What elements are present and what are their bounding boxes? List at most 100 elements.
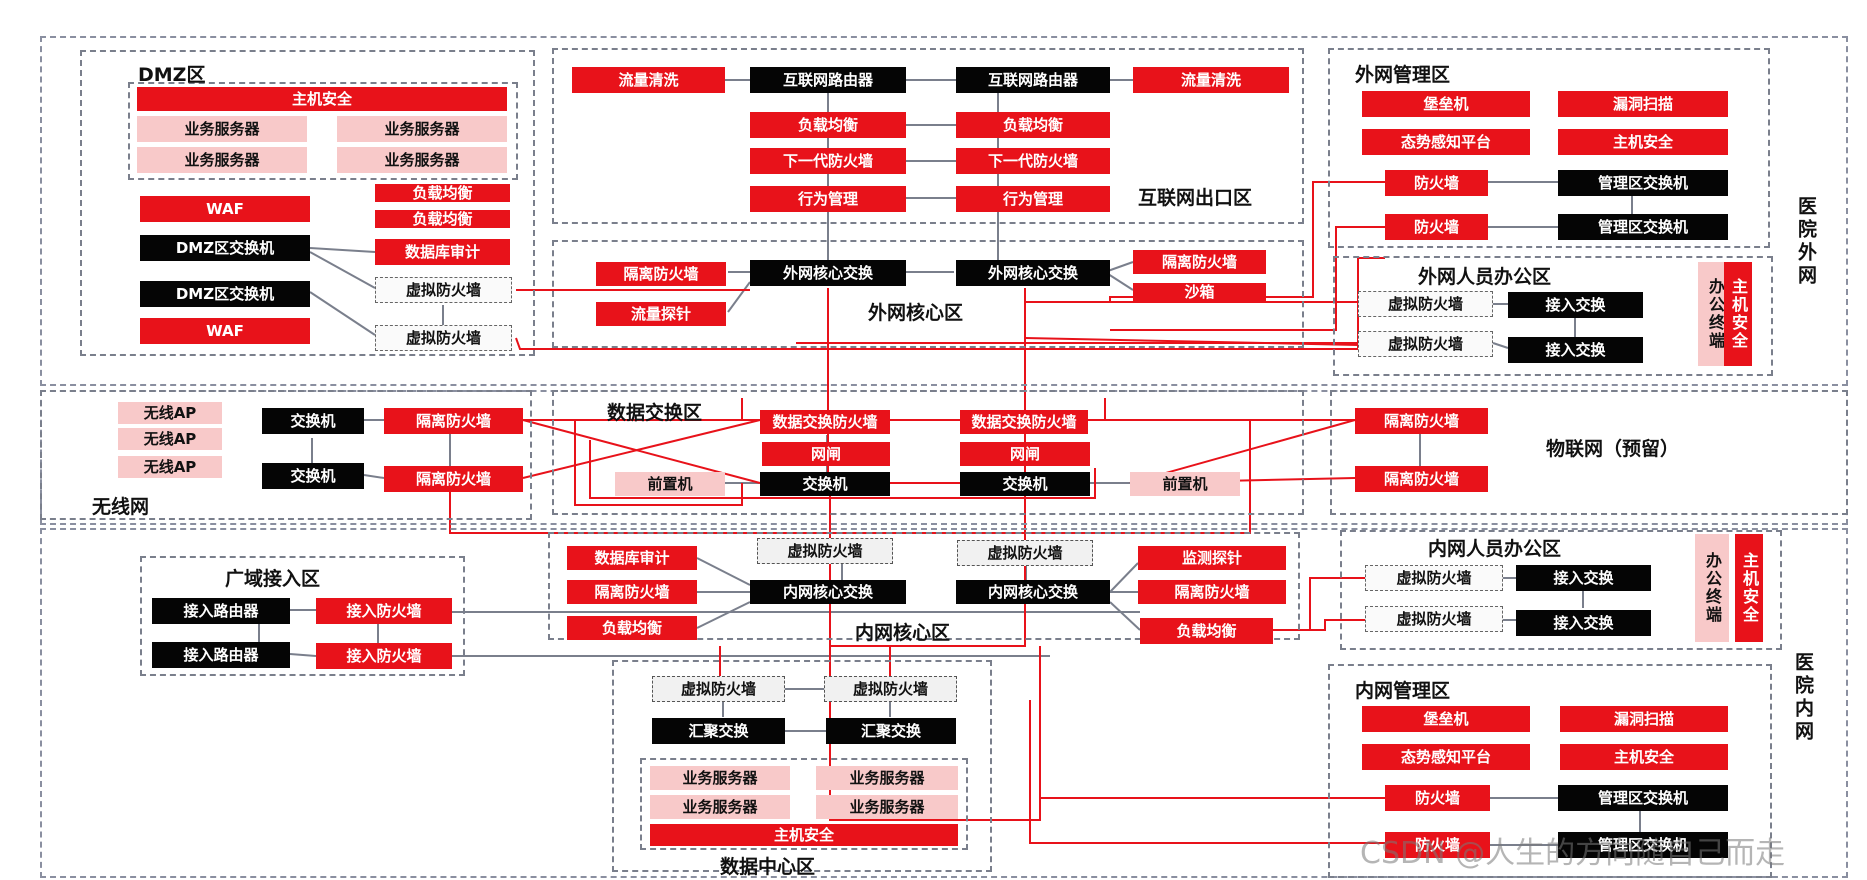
dc-host-security[interactable]: 主机安全 [650, 824, 958, 846]
int-firewall[interactable]: 防火墙 [1385, 832, 1490, 858]
wan-firewall[interactable]: 接入防火墙 [316, 598, 452, 624]
dc-virtual-fw[interactable]: 虚拟防火墙 [824, 676, 957, 702]
int-isolation-fw[interactable]: 隔离防火墙 [567, 580, 697, 604]
int-core-switch[interactable]: 内网核心交换 [956, 580, 1110, 604]
int-staff-virtual-fw[interactable]: 虚拟防火墙 [1365, 606, 1503, 632]
dmz-biz-server[interactable]: 业务服务器 [337, 147, 507, 173]
ext-access-switch[interactable]: 接入交换 [1508, 337, 1643, 363]
dmz-db-audit[interactable]: 数据库审计 [375, 239, 510, 265]
ngfw[interactable]: 下一代防火墙 [750, 148, 906, 174]
internet-router[interactable]: 互联网路由器 [750, 67, 906, 93]
int-bastion[interactable]: 堡垒机 [1362, 706, 1530, 732]
exchange-fw[interactable]: 数据交换防火墙 [960, 410, 1088, 434]
traffic-clean[interactable]: 流量清洗 [1133, 67, 1289, 93]
exchange-gateway[interactable]: 网闸 [960, 442, 1090, 466]
ext-isolation-fw[interactable]: 隔离防火墙 [1133, 250, 1266, 274]
wireless-ap[interactable]: 无线AP [118, 402, 222, 424]
int-host-security[interactable]: 主机安全 [1560, 744, 1728, 770]
dmz-biz-server[interactable]: 业务服务器 [137, 147, 307, 173]
behavior-mgmt[interactable]: 行为管理 [956, 186, 1110, 212]
int-vuln-scan[interactable]: 漏洞扫描 [1560, 706, 1728, 732]
exchange-gateway[interactable]: 网闸 [762, 442, 890, 466]
exchange-switch[interactable]: 交换机 [960, 472, 1090, 496]
int-staff-host-security[interactable]: 主机安全 [1735, 534, 1763, 642]
traffic-clean[interactable]: 流量清洗 [572, 67, 725, 93]
ext-staff-host-security[interactable]: 主机安全 [1724, 262, 1752, 366]
hospital-internal-zone [40, 528, 1848, 878]
int-mgmt-switch[interactable]: 管理区交换机 [1558, 785, 1728, 811]
dc-agg-switch[interactable]: 汇聚交换 [652, 718, 785, 744]
dmz-biz-server[interactable]: 业务服务器 [337, 116, 507, 142]
ext-staff-virtual-fw[interactable]: 虚拟防火墙 [1358, 291, 1493, 317]
internet-router[interactable]: 互联网路由器 [956, 67, 1110, 93]
wan-firewall[interactable]: 接入防火墙 [316, 643, 452, 669]
int-virtual-fw[interactable]: 虚拟防火墙 [957, 540, 1093, 566]
dmz-load-balance[interactable]: 负载均衡 [375, 184, 510, 202]
wireless-switch[interactable]: 交换机 [262, 408, 364, 434]
dmz-host-security[interactable]: 主机安全 [137, 87, 507, 111]
exchange-fw[interactable]: 数据交换防火墙 [760, 410, 890, 434]
int-situational[interactable]: 态势感知平台 [1362, 744, 1530, 770]
ext-vuln-scan[interactable]: 漏洞扫描 [1558, 91, 1728, 117]
sandbox[interactable]: 沙箱 [1133, 283, 1266, 301]
ext-core-switch[interactable]: 外网核心交换 [750, 260, 906, 286]
ext-mgmt-switch[interactable]: 管理区交换机 [1558, 170, 1728, 196]
wireless-isolation-fw[interactable]: 隔离防火墙 [384, 466, 523, 492]
wireless-isolation-fw[interactable]: 隔离防火墙 [384, 408, 523, 434]
wan-router[interactable]: 接入路由器 [152, 598, 290, 624]
ext-bastion[interactable]: 堡垒机 [1362, 91, 1530, 117]
ext-core-switch[interactable]: 外网核心交换 [956, 260, 1110, 286]
dmz-load-balance[interactable]: 负载均衡 [375, 210, 510, 228]
iot-isolation-fw[interactable]: 隔离防火墙 [1355, 408, 1488, 434]
dmz-switch[interactable]: DMZ区交换机 [140, 235, 310, 261]
int-load-balance[interactable]: 负载均衡 [567, 616, 697, 640]
exchange-switch[interactable]: 交换机 [760, 472, 890, 496]
wireless-ap[interactable]: 无线AP [118, 456, 222, 478]
ext-access-switch[interactable]: 接入交换 [1508, 292, 1643, 318]
wireless-ap[interactable]: 无线AP [118, 428, 222, 450]
int-firewall[interactable]: 防火墙 [1385, 785, 1490, 811]
dmz-virtual-fw[interactable]: 虚拟防火墙 [375, 277, 512, 303]
ext-isolation-fw[interactable]: 隔离防火墙 [596, 262, 726, 286]
dmz-virtual-fw[interactable]: 虚拟防火墙 [375, 325, 512, 351]
dc-agg-switch[interactable]: 汇聚交换 [826, 718, 956, 744]
dc-biz-server[interactable]: 业务服务器 [650, 766, 790, 790]
dmz-switch[interactable]: DMZ区交换机 [140, 281, 310, 307]
int-mgmt-switch[interactable]: 管理区交换机 [1558, 832, 1728, 858]
dmz-waf[interactable]: WAF [140, 318, 310, 344]
link-gray [309, 247, 376, 253]
dc-biz-server[interactable]: 业务服务器 [816, 795, 958, 819]
int-access-switch[interactable]: 接入交换 [1516, 565, 1651, 591]
dc-virtual-fw[interactable]: 虚拟防火墙 [652, 676, 785, 702]
ext-staff-virtual-fw[interactable]: 虚拟防火墙 [1358, 331, 1493, 357]
ext-situational[interactable]: 态势感知平台 [1362, 129, 1530, 155]
wireless-switch[interactable]: 交换机 [262, 463, 364, 489]
dc-biz-server[interactable]: 业务服务器 [816, 766, 958, 790]
traffic-probe[interactable]: 流量探针 [596, 302, 726, 326]
ext-mgmt-switch[interactable]: 管理区交换机 [1558, 214, 1728, 240]
internet-load-balance[interactable]: 负载均衡 [750, 112, 906, 138]
int-db-audit[interactable]: 数据库审计 [567, 546, 697, 570]
int-load-balance[interactable]: 负载均衡 [1140, 618, 1273, 644]
front-machine[interactable]: 前置机 [615, 472, 725, 496]
ngfw[interactable]: 下一代防火墙 [956, 148, 1110, 174]
ext-host-security[interactable]: 主机安全 [1558, 129, 1728, 155]
data-exchange-zone [552, 390, 1304, 515]
behavior-mgmt[interactable]: 行为管理 [750, 186, 906, 212]
ext-firewall[interactable]: 防火墙 [1385, 214, 1488, 240]
dmz-waf[interactable]: WAF [140, 196, 310, 222]
wan-router[interactable]: 接入路由器 [152, 642, 290, 668]
iot-isolation-fw[interactable]: 隔离防火墙 [1355, 466, 1488, 492]
int-staff-virtual-fw[interactable]: 虚拟防火墙 [1365, 565, 1503, 591]
int-virtual-fw[interactable]: 虚拟防火墙 [757, 538, 893, 564]
int-office-terminal[interactable]: 办公终端 [1695, 534, 1729, 642]
internet-load-balance[interactable]: 负载均衡 [956, 112, 1110, 138]
int-isolation-fw[interactable]: 隔离防火墙 [1138, 580, 1286, 604]
front-machine[interactable]: 前置机 [1130, 472, 1240, 496]
int-access-switch[interactable]: 接入交换 [1516, 610, 1651, 636]
monitor-probe[interactable]: 监测探针 [1138, 546, 1286, 570]
int-core-switch[interactable]: 内网核心交换 [750, 580, 906, 604]
dmz-biz-server[interactable]: 业务服务器 [137, 116, 307, 142]
dc-biz-server[interactable]: 业务服务器 [650, 795, 790, 819]
ext-firewall[interactable]: 防火墙 [1385, 170, 1488, 196]
